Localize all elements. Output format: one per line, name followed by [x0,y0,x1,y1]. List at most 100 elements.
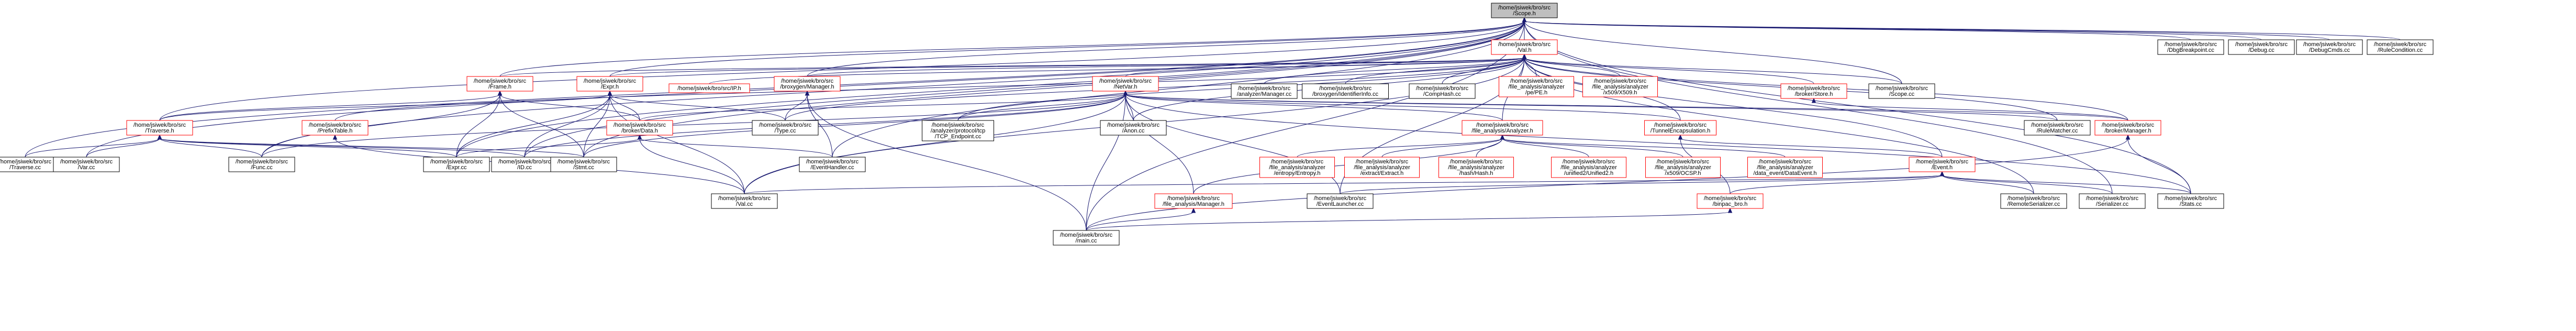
node-rulematcher-cc[interactable]: /home/jsiwek/bro/src/RuleMatcher.cc [2024,120,2091,136]
node-entropy-h[interactable]: /home/jsiwek/bro/src/file_analysis/analy… [1259,157,1335,178]
node-prefixtable-h[interactable]: /home/jsiwek/bro/src/PrefixTable.h [302,120,369,136]
edge-stmt_cc-to-frame_h [499,94,584,158]
edge-type_cc-to-broxygen_manager_h [785,94,808,121]
node-label: /file_analysis/analyzer [1592,84,1648,90]
node-box [1462,120,1543,136]
node-scope-h[interactable]: /home/jsiwek/bro/src/Scope.h [1491,3,1558,18]
node-tunnelencapsulation-h[interactable]: /home/jsiwek/bro/src/TunnelEncapsulation… [1644,120,1716,136]
node-eventhandler-cc[interactable]: /home/jsiwek/bro/src/EventHandler.cc [799,157,866,172]
node-label: /home/jsiwek/bro/src [1450,159,1503,165]
node-remoteserializer-cc[interactable]: /home/jsiwek/bro/src/RemoteSerializer.cc [2000,193,2067,209]
node-comphash-cc[interactable]: /home/jsiwek/bro/src/CompHash.cc [1409,83,1476,99]
node-label: /file_analysis/analyzer [1448,164,1504,171]
node-fa-manager-h[interactable]: /home/jsiwek/bro/src/file_analysis/Manag… [1154,193,1233,209]
node-frame-h[interactable]: /home/jsiwek/bro/src/Frame.h [466,76,533,92]
node-label: /PrefixTable.h [318,128,353,134]
node-expr-cc[interactable]: /home/jsiwek/bro/src/Expr.cc [423,157,490,172]
node-broxygen-identifierinfo-cc[interactable]: /home/jsiwek/bro/src/broxygen/Identifier… [1302,83,1389,99]
node-anon-cc[interactable]: /home/jsiwek/bro/src/Anon.cc [1100,120,1167,136]
node-label: /home/jsiwek/bro/src [1238,85,1291,92]
node-scope-cc[interactable]: /home/jsiwek/bro/src/Scope.cc [1868,83,1935,99]
node-dbgbreakpoint-cc[interactable]: /home/jsiwek/bro/src/DbgBreakpoint.cc [2157,39,2224,55]
node-func-cc[interactable]: /home/jsiwek/bro/src/Func.cc [228,157,295,172]
node-label: /home/jsiwek/bro/src [2374,41,2427,48]
node-broker-manager-h[interactable]: /home/jsiwek/bro/src/broker/Manager.h [2094,120,2161,136]
edge-frame_h-to-scope_h [499,20,1525,77]
node-box [2157,193,2224,209]
node-ip-h[interactable]: /home/jsiwek/bro/src/IP.h [668,83,750,93]
edge-func_cc-to-frame_h [261,94,500,158]
node-label: /CompHash.cc [1423,91,1462,97]
node-net-h[interactable]: /home/jsiwek/bro/src/NetVar.h [1092,76,1159,92]
node-label: /home/jsiwek/bro/src [584,78,637,84]
arrow-head-icon [497,90,503,96]
node-label: /Val.h [1517,47,1531,53]
node-val-cc[interactable]: /home/jsiwek/bro/src/Val.cc [711,193,778,209]
node-var-cc[interactable]: /home/jsiwek/bro/src/Var.cc [53,157,120,172]
node-label: /home/jsiwek/bro/src [2086,195,2139,202]
node-box [2228,39,2295,55]
node-event-h[interactable]: /home/jsiwek/bro/src/Event.h [1909,157,1976,172]
node-extract-h[interactable]: /home/jsiwek/bro/src/file_analysis/analy… [1344,157,1420,178]
edge-val_cc-to-net_h [744,94,1126,194]
node-label: /analyzer/Manager.cc [1237,91,1292,97]
node-expr-h[interactable]: /home/jsiwek/bro/src/Expr.h [576,76,643,92]
node-debugcmds-cc[interactable]: /home/jsiwek/bro/src/DebugCmds.cc [2296,39,2363,55]
node-unified2-h[interactable]: /home/jsiwek/bro/src/file_analysis/analy… [1551,157,1626,178]
node-tcp-endpoint-cc[interactable]: /home/jsiwek/bro/src/analyzer/protocol/t… [922,120,994,141]
node-label: /broxygen/IdentifierInfo.cc [1312,91,1378,97]
node-label: /Val.cc [736,201,753,207]
node-label: /home/jsiwek/bro/src [759,122,812,128]
edge-scope_cc-to-val_h [1524,57,1902,84]
edge-expr_h-to-val_h [609,57,1525,77]
edge-id_cc-to-scope_h [524,20,1525,158]
node-box [1491,39,1558,55]
node-label: /home/jsiwek/bro/src [781,78,834,84]
node-val-h[interactable]: /home/jsiwek/bro/src/Val.h [1491,39,1558,55]
edge-expr_cc-to-frame_h [456,94,500,158]
node-serializer-cc[interactable]: /home/jsiwek/bro/src/Serializer.cc [2079,193,2146,209]
node-box [1644,120,1716,136]
node-eventlauncher-cc[interactable]: /home/jsiwek/bro/src/EventLauncher.cc [1307,193,1374,209]
edge-broxygen_manager_h-to-scope_h [807,20,1525,77]
node-label: /home/jsiwek/bro/src [1107,122,1160,128]
node-broxygen-manager-h[interactable]: /home/jsiwek/bro/src/broxygen/Manager.h [774,76,841,92]
node-ocsp-h[interactable]: /home/jsiwek/bro/src/file_analysis/analy… [1645,157,1721,178]
node-id-cc[interactable]: /home/jsiwek/bro/src/ID.cc [491,157,558,172]
node-box [466,76,533,92]
node-debug-cc[interactable]: /home/jsiwek/bro/src/Debug.cc [2228,39,2295,55]
node-dataevent-h[interactable]: /home/jsiwek/bro/src/file_analysis/analy… [1747,157,1823,178]
node-main-cc[interactable]: /home/jsiwek/bro/src/main.cc [1053,230,1120,246]
node-broker-store-h[interactable]: /home/jsiwek/bro/src/broker/Store.h [1780,83,1847,99]
node-stats-cc[interactable]: /home/jsiwek/bro/src/Stats.cc [2157,193,2224,209]
node-hash-h[interactable]: /home/jsiwek/bro/src/file_analysis/analy… [1438,157,1514,178]
node-x509-h[interactable]: /home/jsiwek/bro/src/file_analysis/analy… [1582,76,1658,97]
arrow-head-icon [805,90,810,96]
node-file-analysis-analyzer-h[interactable]: /home/jsiwek/bro/src/file_analysis/Analy… [1462,120,1543,136]
node-stmt-cc[interactable]: /home/jsiwek/bro/src/Stmt.cc [550,157,617,172]
node-broker-data-h[interactable]: /home/jsiwek/bro/src/broker/Data.h [606,120,673,136]
node-box [1154,193,1233,209]
edge-expr_cc-to-expr_h [456,94,610,158]
node-label: /file_analysis/Manager.h [1163,201,1224,207]
node-bropac-bro-h[interactable]: /home/jsiwek/bro/src/binpac_bro.h [1697,193,1764,209]
node-type-cc[interactable]: /home/jsiwek/bro/src/Type.cc [752,120,819,136]
node-box [2157,39,2224,55]
edge-scope_cc-to-scope_h [1524,20,1902,84]
node-pe-h[interactable]: /home/jsiwek/bro/src/file_analysis/analy… [1499,76,1574,97]
node-traverse-cc[interactable]: /home/jsiwek/bro/src/Traverse.cc [0,157,59,172]
arrow-head-icon [157,134,162,140]
node-label: /Scope.h [1513,10,1535,17]
node-label: /Stmt.cc [573,164,594,171]
node-label: /broker/Store.h [1795,91,1833,97]
node-traverse-h[interactable]: /home/jsiwek/bro/src/Traverse.h [126,120,193,136]
arrow-head-icon [1811,97,1816,103]
edge-x509_h-to-val_h [1524,57,1621,77]
node-label: /home/jsiwek/bro/src [1314,195,1367,202]
node-label: /home/jsiwek/bro/src [1099,78,1152,84]
node-analyzer-manager-cc[interactable]: /home/jsiwek/bro/src/analyzer/Manager.cc [1231,83,1298,99]
node-box [53,157,120,172]
node-box [774,76,841,92]
node-rulecondition-cc[interactable]: /home/jsiwek/bro/src/RuleCondition.cc [2367,39,2434,55]
edge-func_cc-to-traverse_h [159,138,262,158]
